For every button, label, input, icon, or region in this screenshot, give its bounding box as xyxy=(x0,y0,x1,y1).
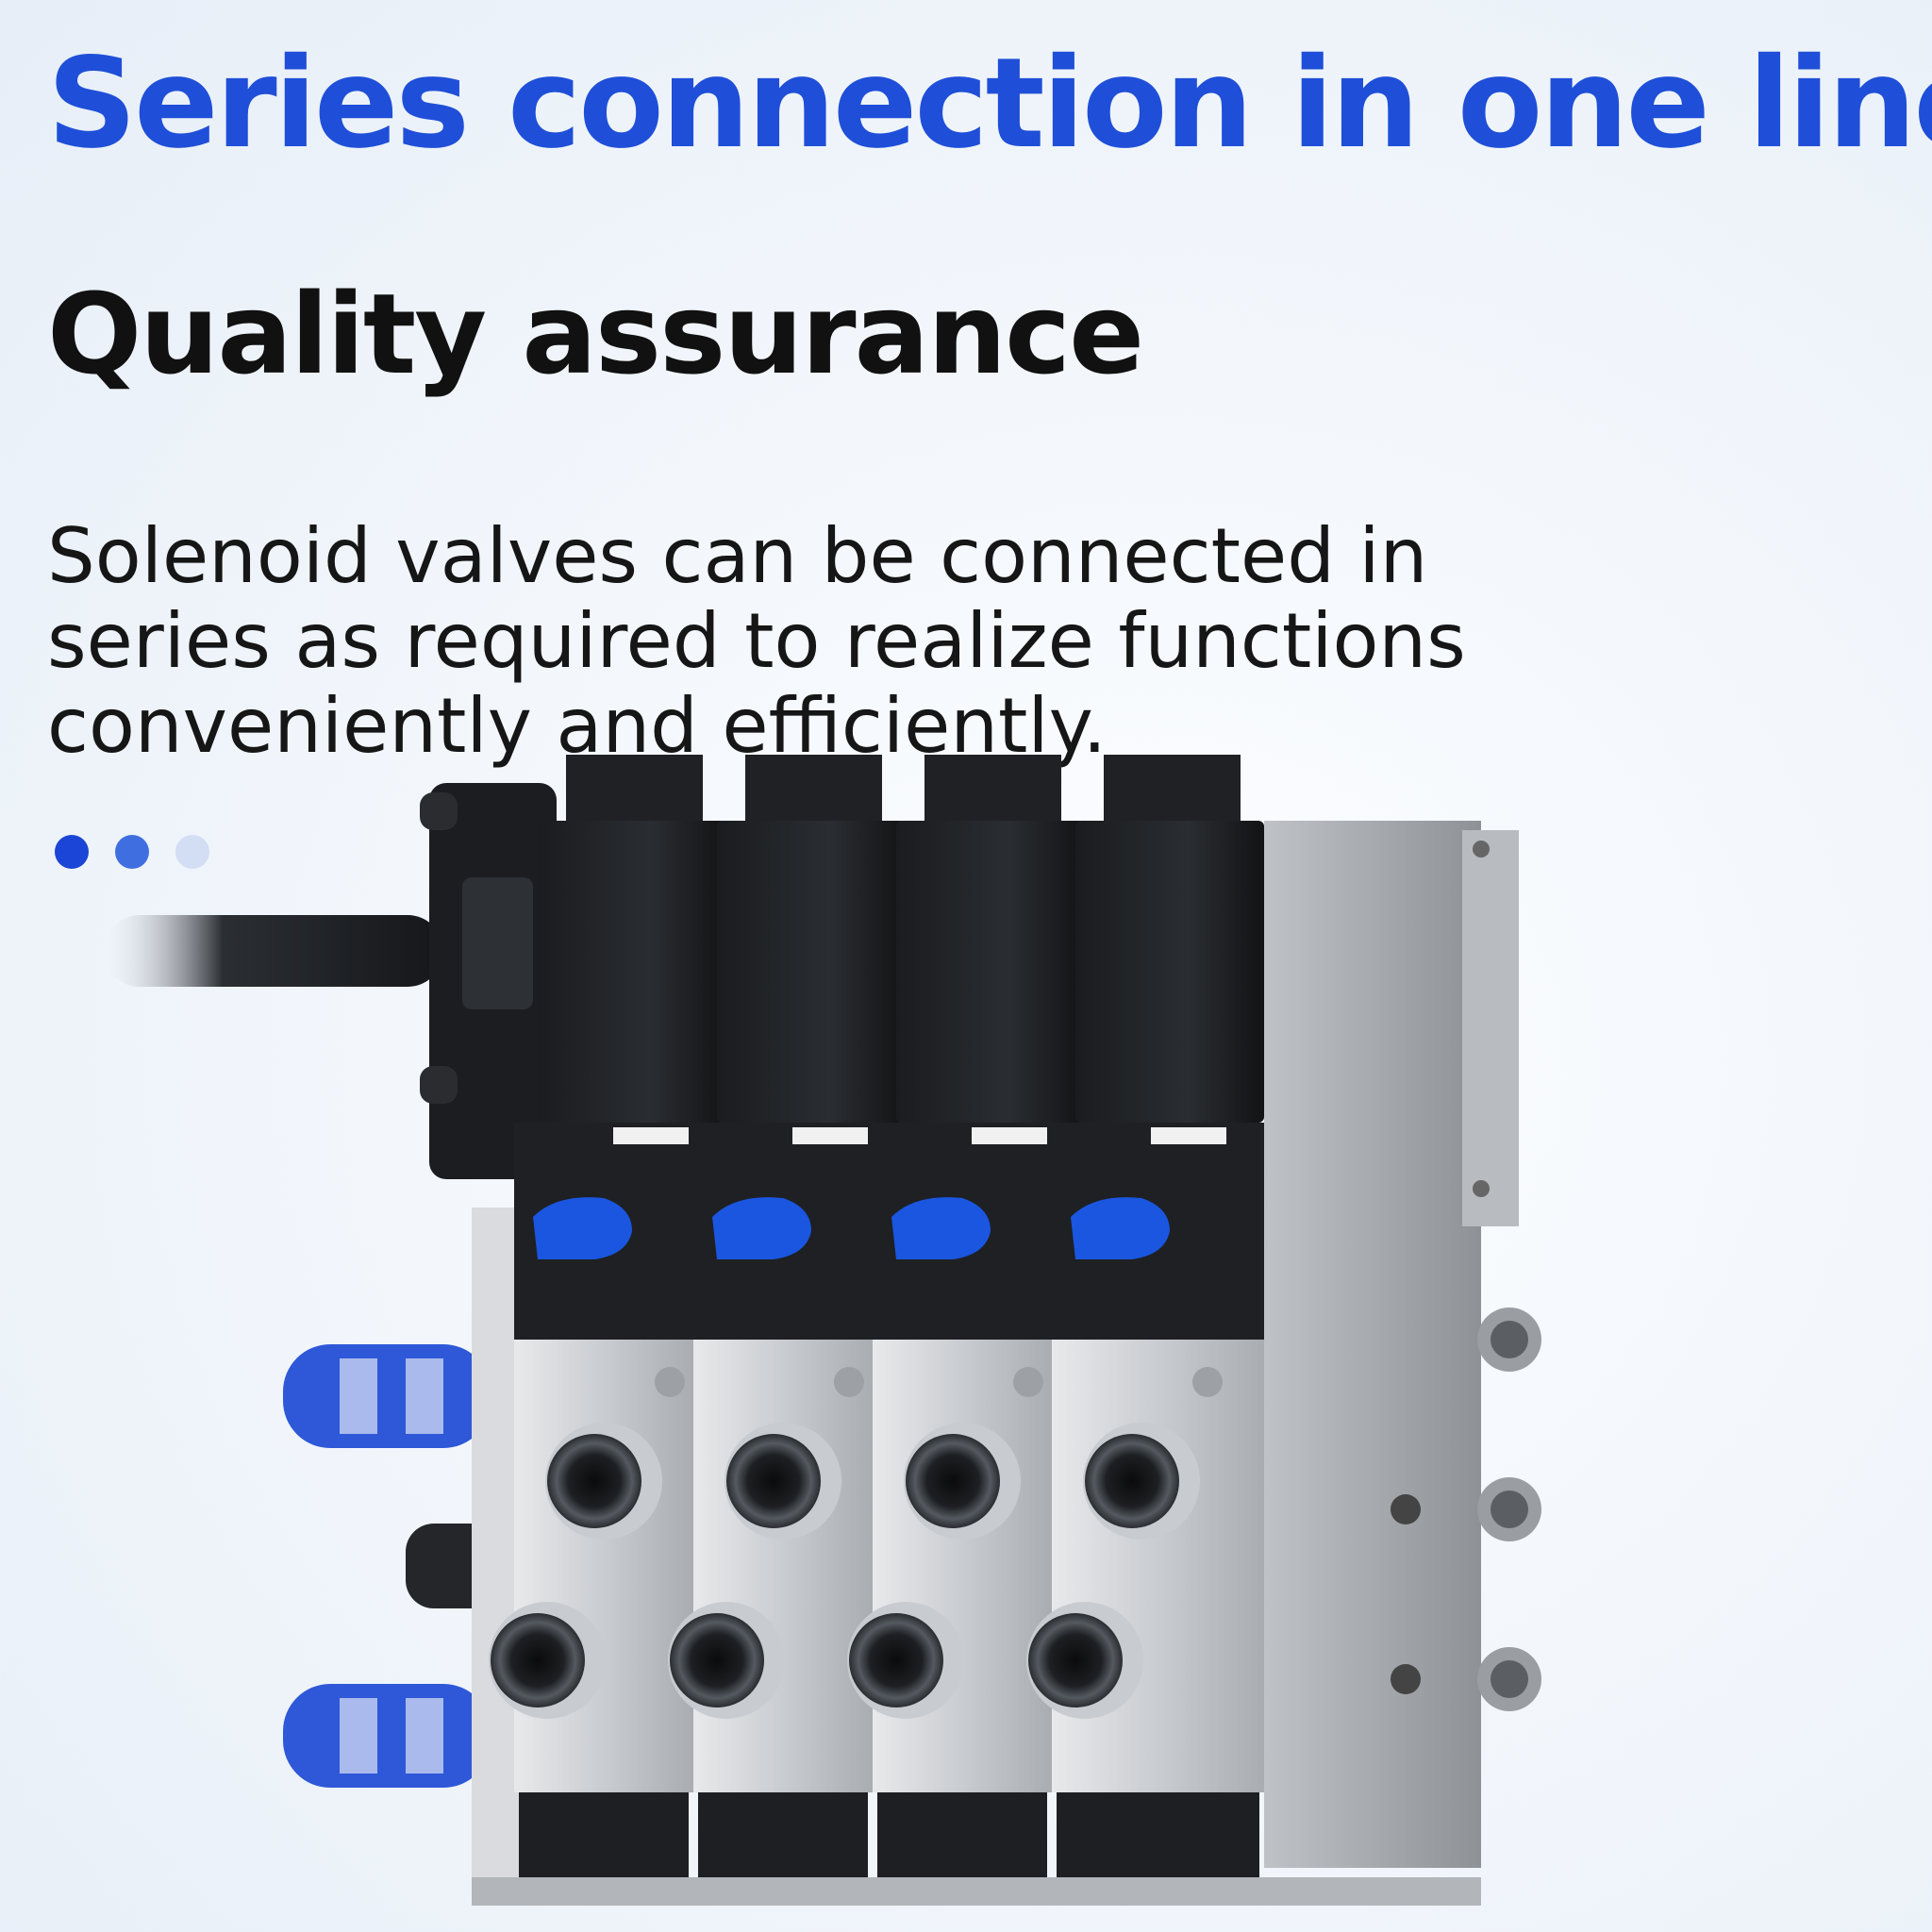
carousel-dot-3[interactable] xyxy=(175,835,209,869)
valve-module-1 xyxy=(489,755,726,1877)
silencer-bottom xyxy=(283,1684,491,1788)
valve-module-3 xyxy=(847,755,1085,1877)
carousel-dot-1[interactable] xyxy=(55,835,89,869)
carousel-dots xyxy=(55,835,209,869)
valve-module-2 xyxy=(668,755,906,1877)
cable xyxy=(104,915,443,987)
description: Solenoid valves can be connected in seri… xyxy=(47,512,1466,770)
carousel-dot-2[interactable] xyxy=(115,835,149,869)
silencer-top xyxy=(283,1344,491,1448)
valve-module-4 xyxy=(1026,755,1264,1877)
solenoid-valve-manifold-icon xyxy=(104,755,1541,1906)
subhead: Quality assurance xyxy=(47,269,1144,399)
manifold-plate xyxy=(1264,821,1481,1868)
headline: Series connection in one line xyxy=(47,31,1932,176)
